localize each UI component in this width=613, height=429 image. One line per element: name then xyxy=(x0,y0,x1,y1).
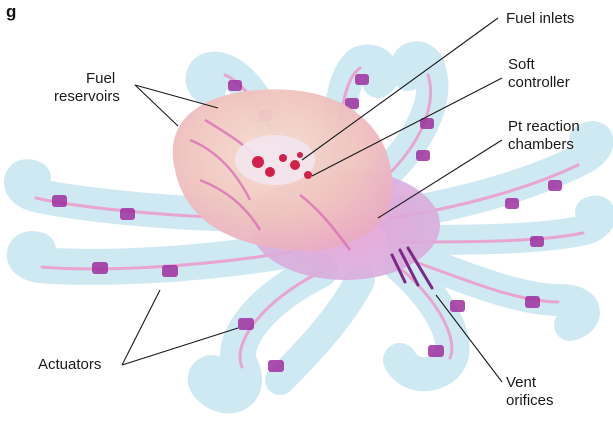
panel-letter: g xyxy=(6,2,16,22)
controller-window xyxy=(235,135,315,185)
label-soft-controller-line2: controller xyxy=(508,74,570,91)
label-fuel-inlets: Fuel inlets xyxy=(506,10,574,27)
label-vent-orifices-line1: Vent xyxy=(506,374,536,391)
label-pt-chambers-line1: Pt reaction xyxy=(508,118,580,135)
label-vent-orifices-line2: orifices xyxy=(506,392,554,409)
label-soft-controller-line1: Soft xyxy=(508,56,535,73)
label-actuators: Actuators xyxy=(38,356,101,373)
label-fuel-reservoirs-line2: reservoirs xyxy=(54,88,120,105)
label-pt-chambers-line2: chambers xyxy=(508,136,574,153)
label-fuel-reservoirs-line1: Fuel xyxy=(86,70,115,87)
